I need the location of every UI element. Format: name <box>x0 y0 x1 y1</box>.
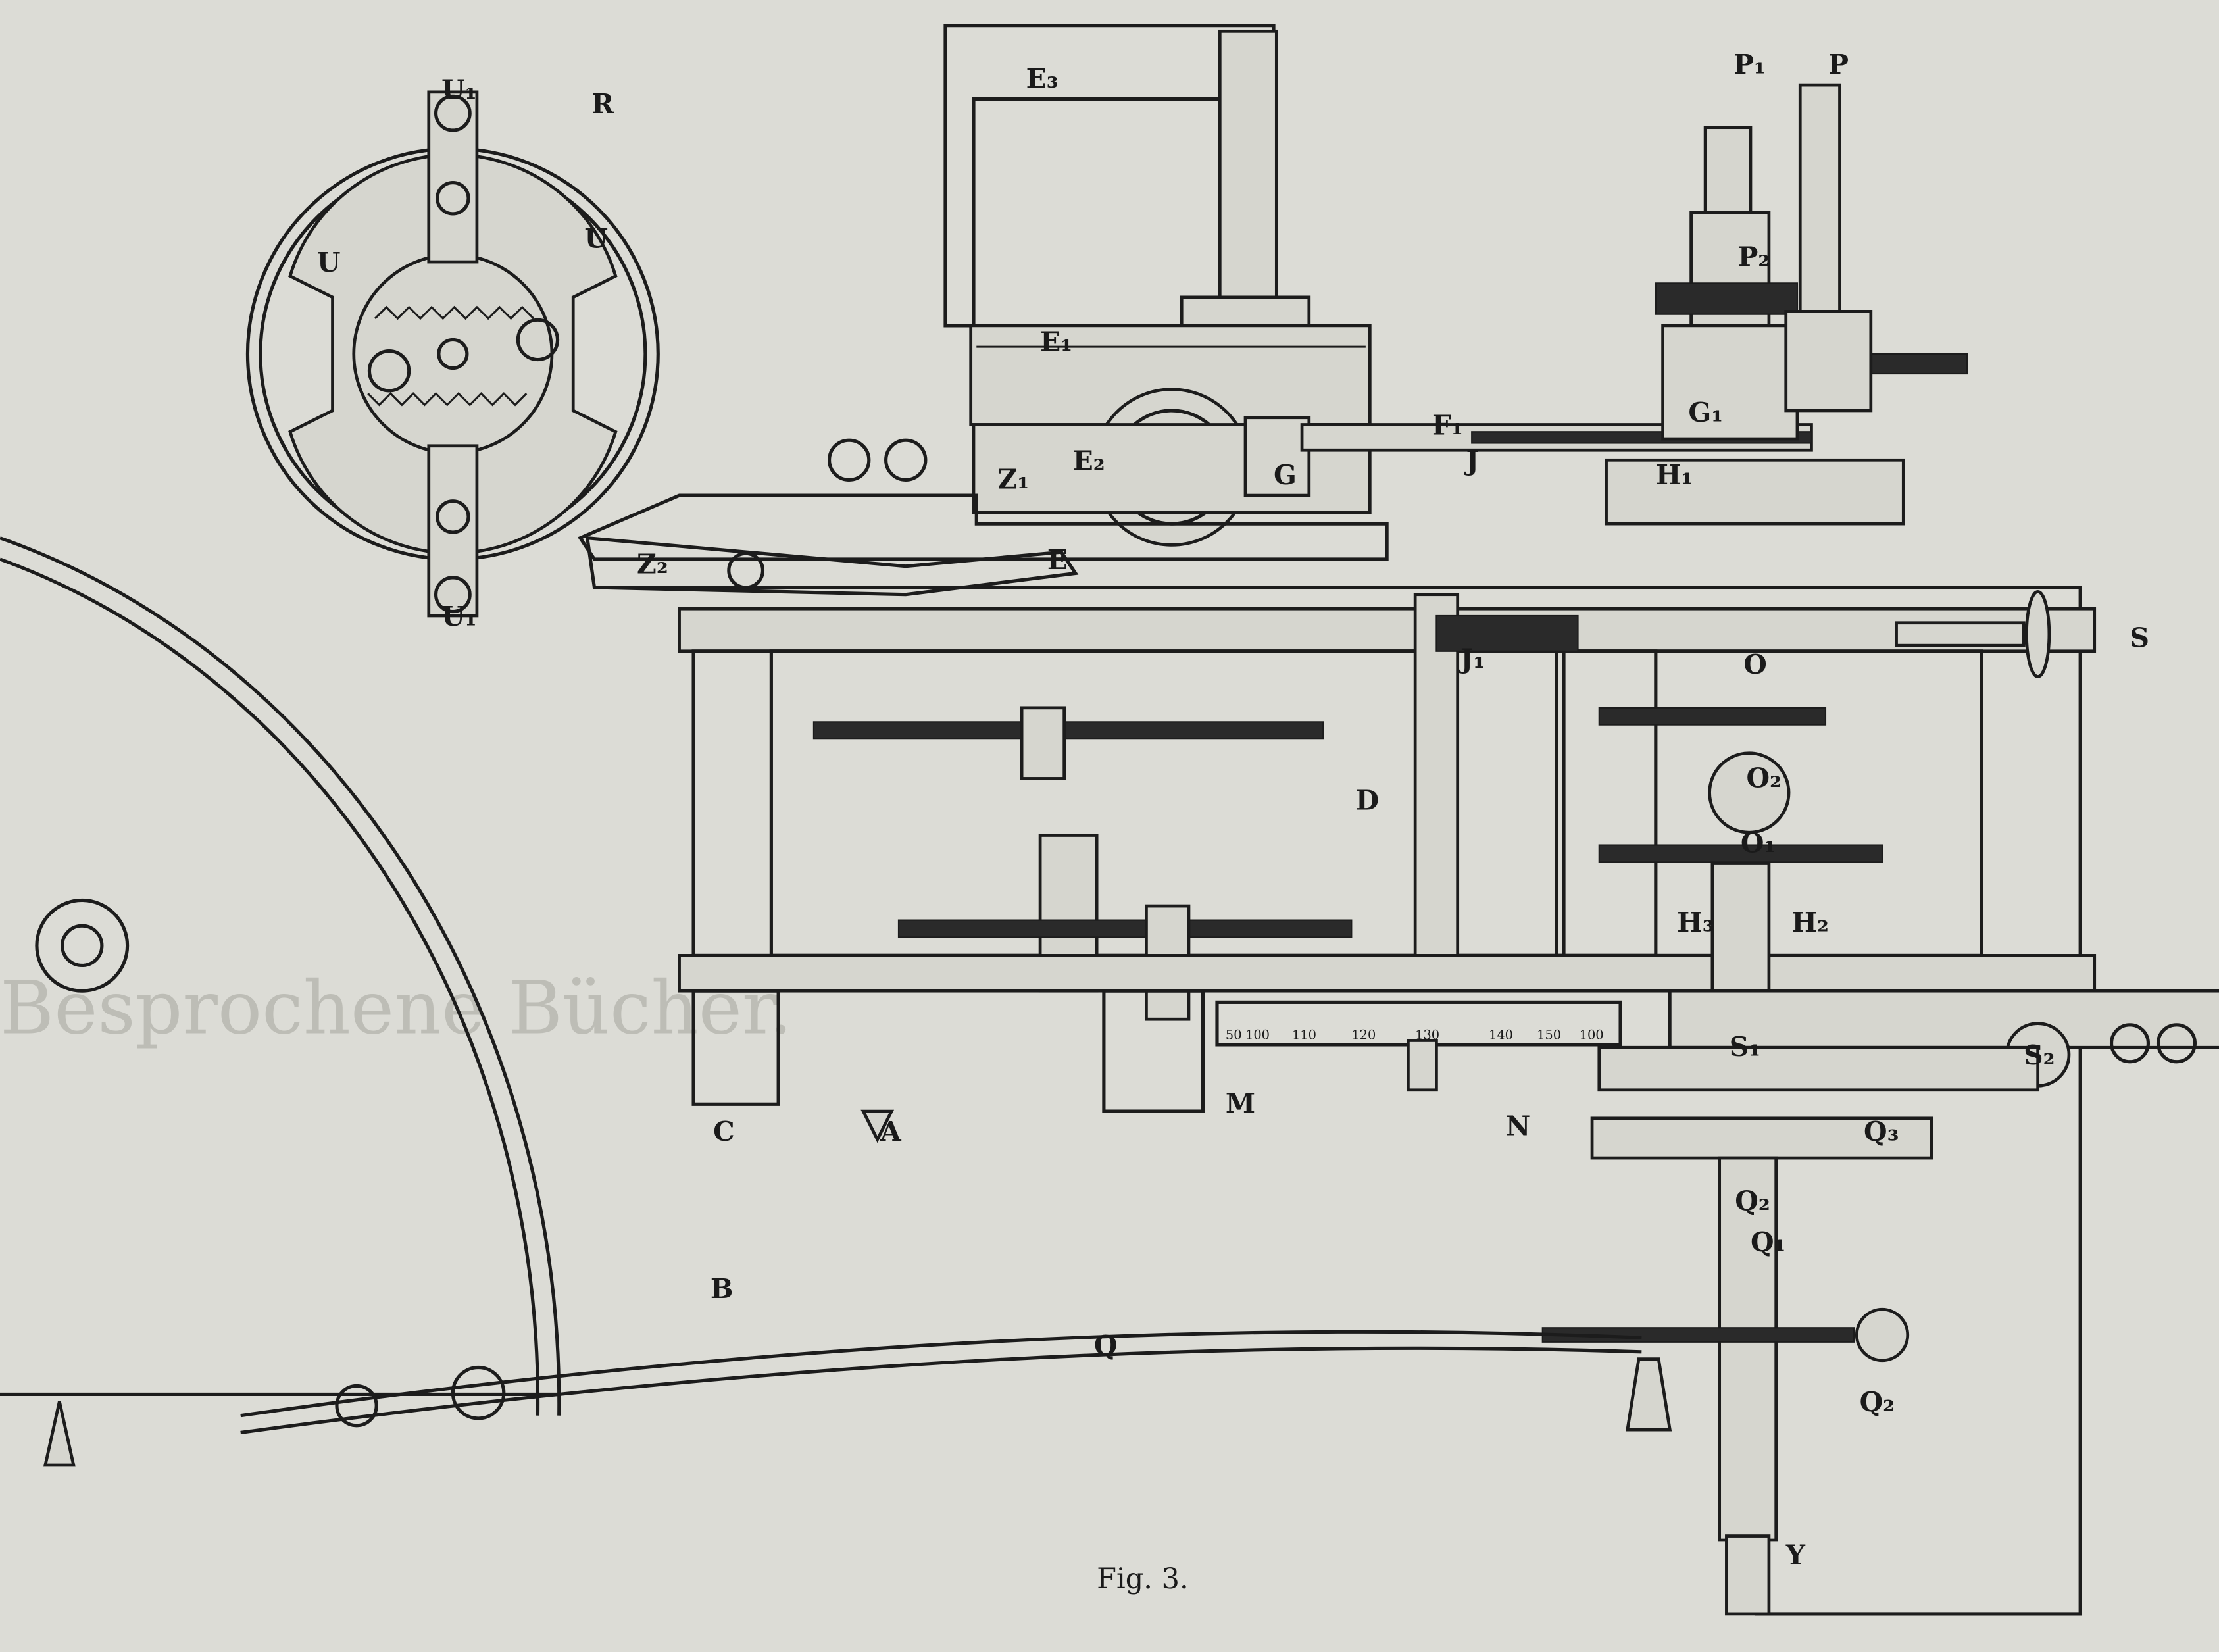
label-s: S <box>2130 622 2149 653</box>
label-o: O <box>1743 649 1767 680</box>
label-b: B <box>711 1273 734 1305</box>
scale-tick: 50 <box>1226 1027 1242 1042</box>
label-y: Y <box>1785 1539 1806 1571</box>
label-s2: S₂ <box>2024 1039 2055 1071</box>
scale-tick: 140 <box>1489 1027 1513 1042</box>
label-h3: H₃ <box>1677 907 1714 938</box>
lower-assembly <box>43 989 2219 1616</box>
label-a: A <box>880 1116 902 1147</box>
label-z1: Z₁ <box>998 463 1030 495</box>
label-z2: Z₂ <box>637 548 668 580</box>
label-h1: H₁ <box>1656 459 1693 491</box>
label-s1: S₁ <box>1730 1031 1760 1063</box>
figure-caption: Fig. 3. <box>1097 1563 1189 1595</box>
label-j: J <box>1464 445 1479 476</box>
spindles <box>1605 83 1968 526</box>
scale-tick: 110 <box>1292 1027 1316 1042</box>
label-c: C <box>713 1116 735 1147</box>
label-g1: G₁ <box>1688 397 1723 428</box>
label-u-right: U <box>584 223 608 255</box>
label-p1: P₁ <box>1733 49 1766 80</box>
label-o2: O₂ <box>1747 762 1782 793</box>
scale-tick: 120 <box>1351 1027 1376 1042</box>
label-p: P <box>1828 49 1849 80</box>
label-q3: Q₃ <box>1864 1116 1899 1147</box>
label-d: D <box>1356 785 1379 816</box>
main-frame <box>608 586 2097 1616</box>
label-q1: Q₁ <box>1751 1226 1785 1258</box>
bleed-through-heading: Besprochene Bücher. <box>0 966 793 1051</box>
label-q: Q <box>1094 1330 1118 1361</box>
label-j1: J₁ <box>1459 643 1485 675</box>
label-u1-top: U₁ <box>441 74 477 106</box>
scale-tick: 130 <box>1415 1027 1439 1042</box>
label-f1: F₁ <box>1432 410 1463 441</box>
label-g: G <box>1274 459 1297 491</box>
label-u-left: U <box>317 247 341 278</box>
label-e1: E₁ <box>1040 326 1072 358</box>
label-e3: E₃ <box>1026 63 1059 94</box>
label-o1: O₁ <box>1741 827 1776 859</box>
label-p2: P₂ <box>1738 241 1770 273</box>
part-labels: U₁ R U U U₁ E₃ P₁ P E₁ P₂ E₂ F₁ G₁ J G Z… <box>317 49 2149 1571</box>
label-e2: E₂ <box>1073 445 1105 476</box>
label-r: R <box>591 88 614 120</box>
label-q2-lower: Q₂ <box>1860 1386 1895 1418</box>
scale-tick: 100 <box>1245 1027 1270 1042</box>
label-n: N <box>1506 1111 1530 1142</box>
label-h2: H₂ <box>1791 907 1829 938</box>
large-dial-arc <box>0 536 561 1416</box>
detail-circle-r <box>245 90 660 618</box>
label-q2-upper: Q₂ <box>1735 1186 1770 1217</box>
label-u1-bottom: U₁ <box>441 601 477 632</box>
label-m: M <box>1226 1088 1255 1119</box>
scale-tick: 100 <box>1580 1027 1604 1042</box>
label-e: E <box>1047 544 1068 576</box>
scale-tick: 150 <box>1537 1027 1561 1042</box>
scale-m: 50 100 110 120 130 140 150 100 <box>1215 1000 1622 1092</box>
